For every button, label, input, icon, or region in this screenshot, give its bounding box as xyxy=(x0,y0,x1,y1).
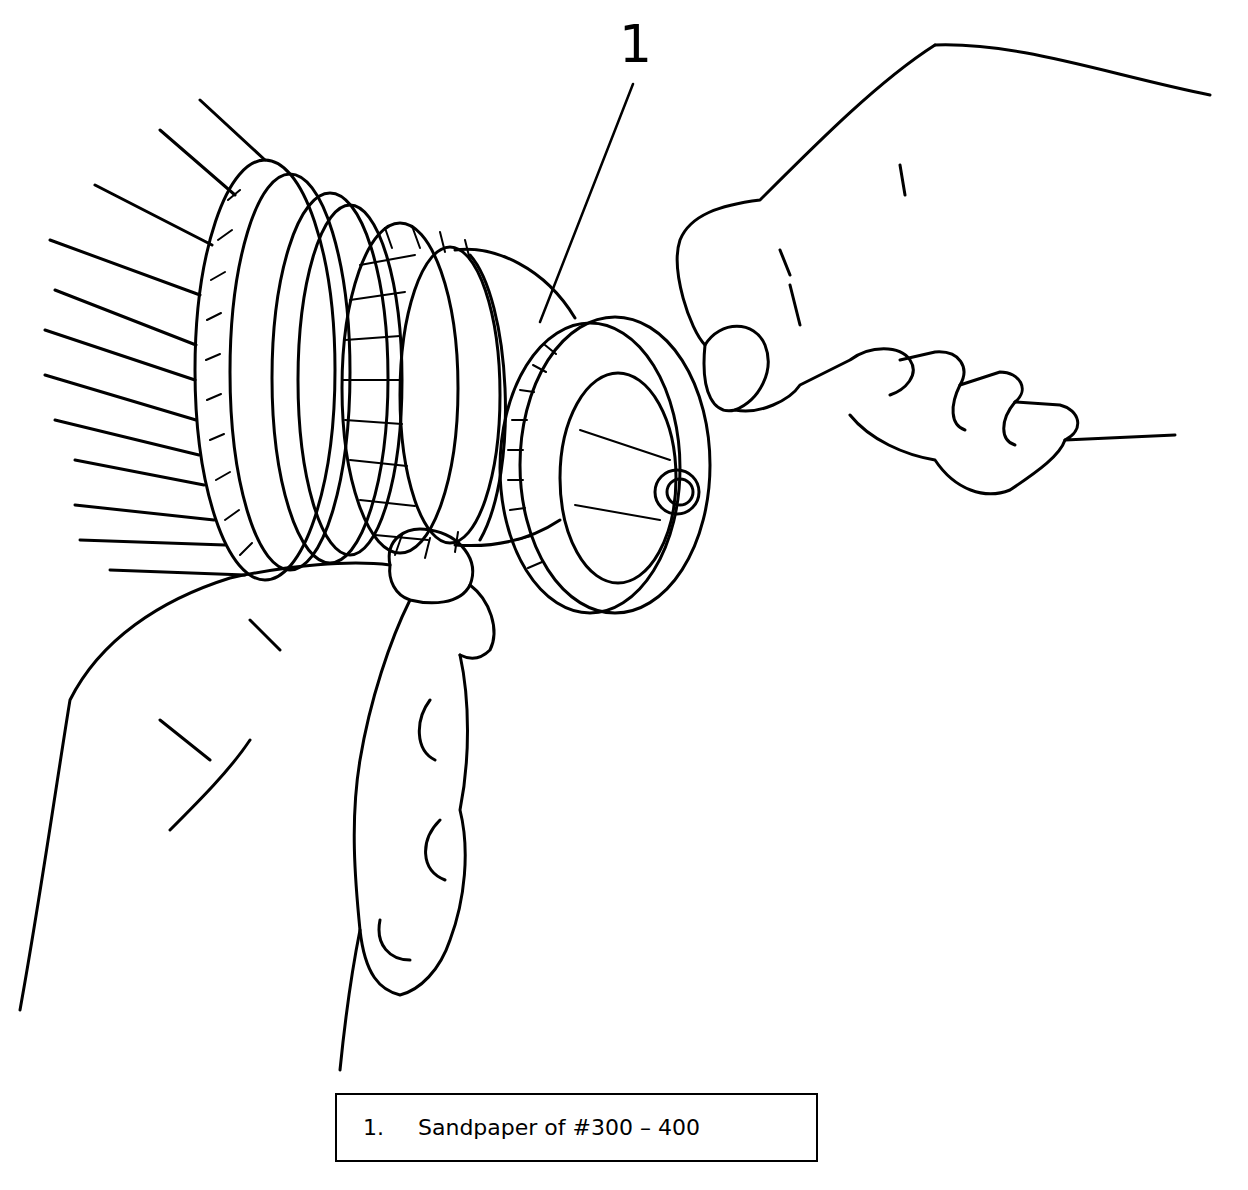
bearing-end xyxy=(500,317,710,613)
caption-box: 1. Sandpaper of #300 – 400 xyxy=(335,1093,818,1162)
commutator xyxy=(342,223,500,558)
leader-line xyxy=(540,84,633,322)
callout-number: 1 xyxy=(619,18,652,70)
core-end-rings xyxy=(195,160,402,580)
item-number: 1. xyxy=(363,1115,384,1140)
item-text: Sandpaper of #300 – 400 xyxy=(418,1115,700,1140)
sandpaper xyxy=(455,249,575,545)
right-hand xyxy=(677,45,1210,494)
left-hand xyxy=(20,529,494,1070)
